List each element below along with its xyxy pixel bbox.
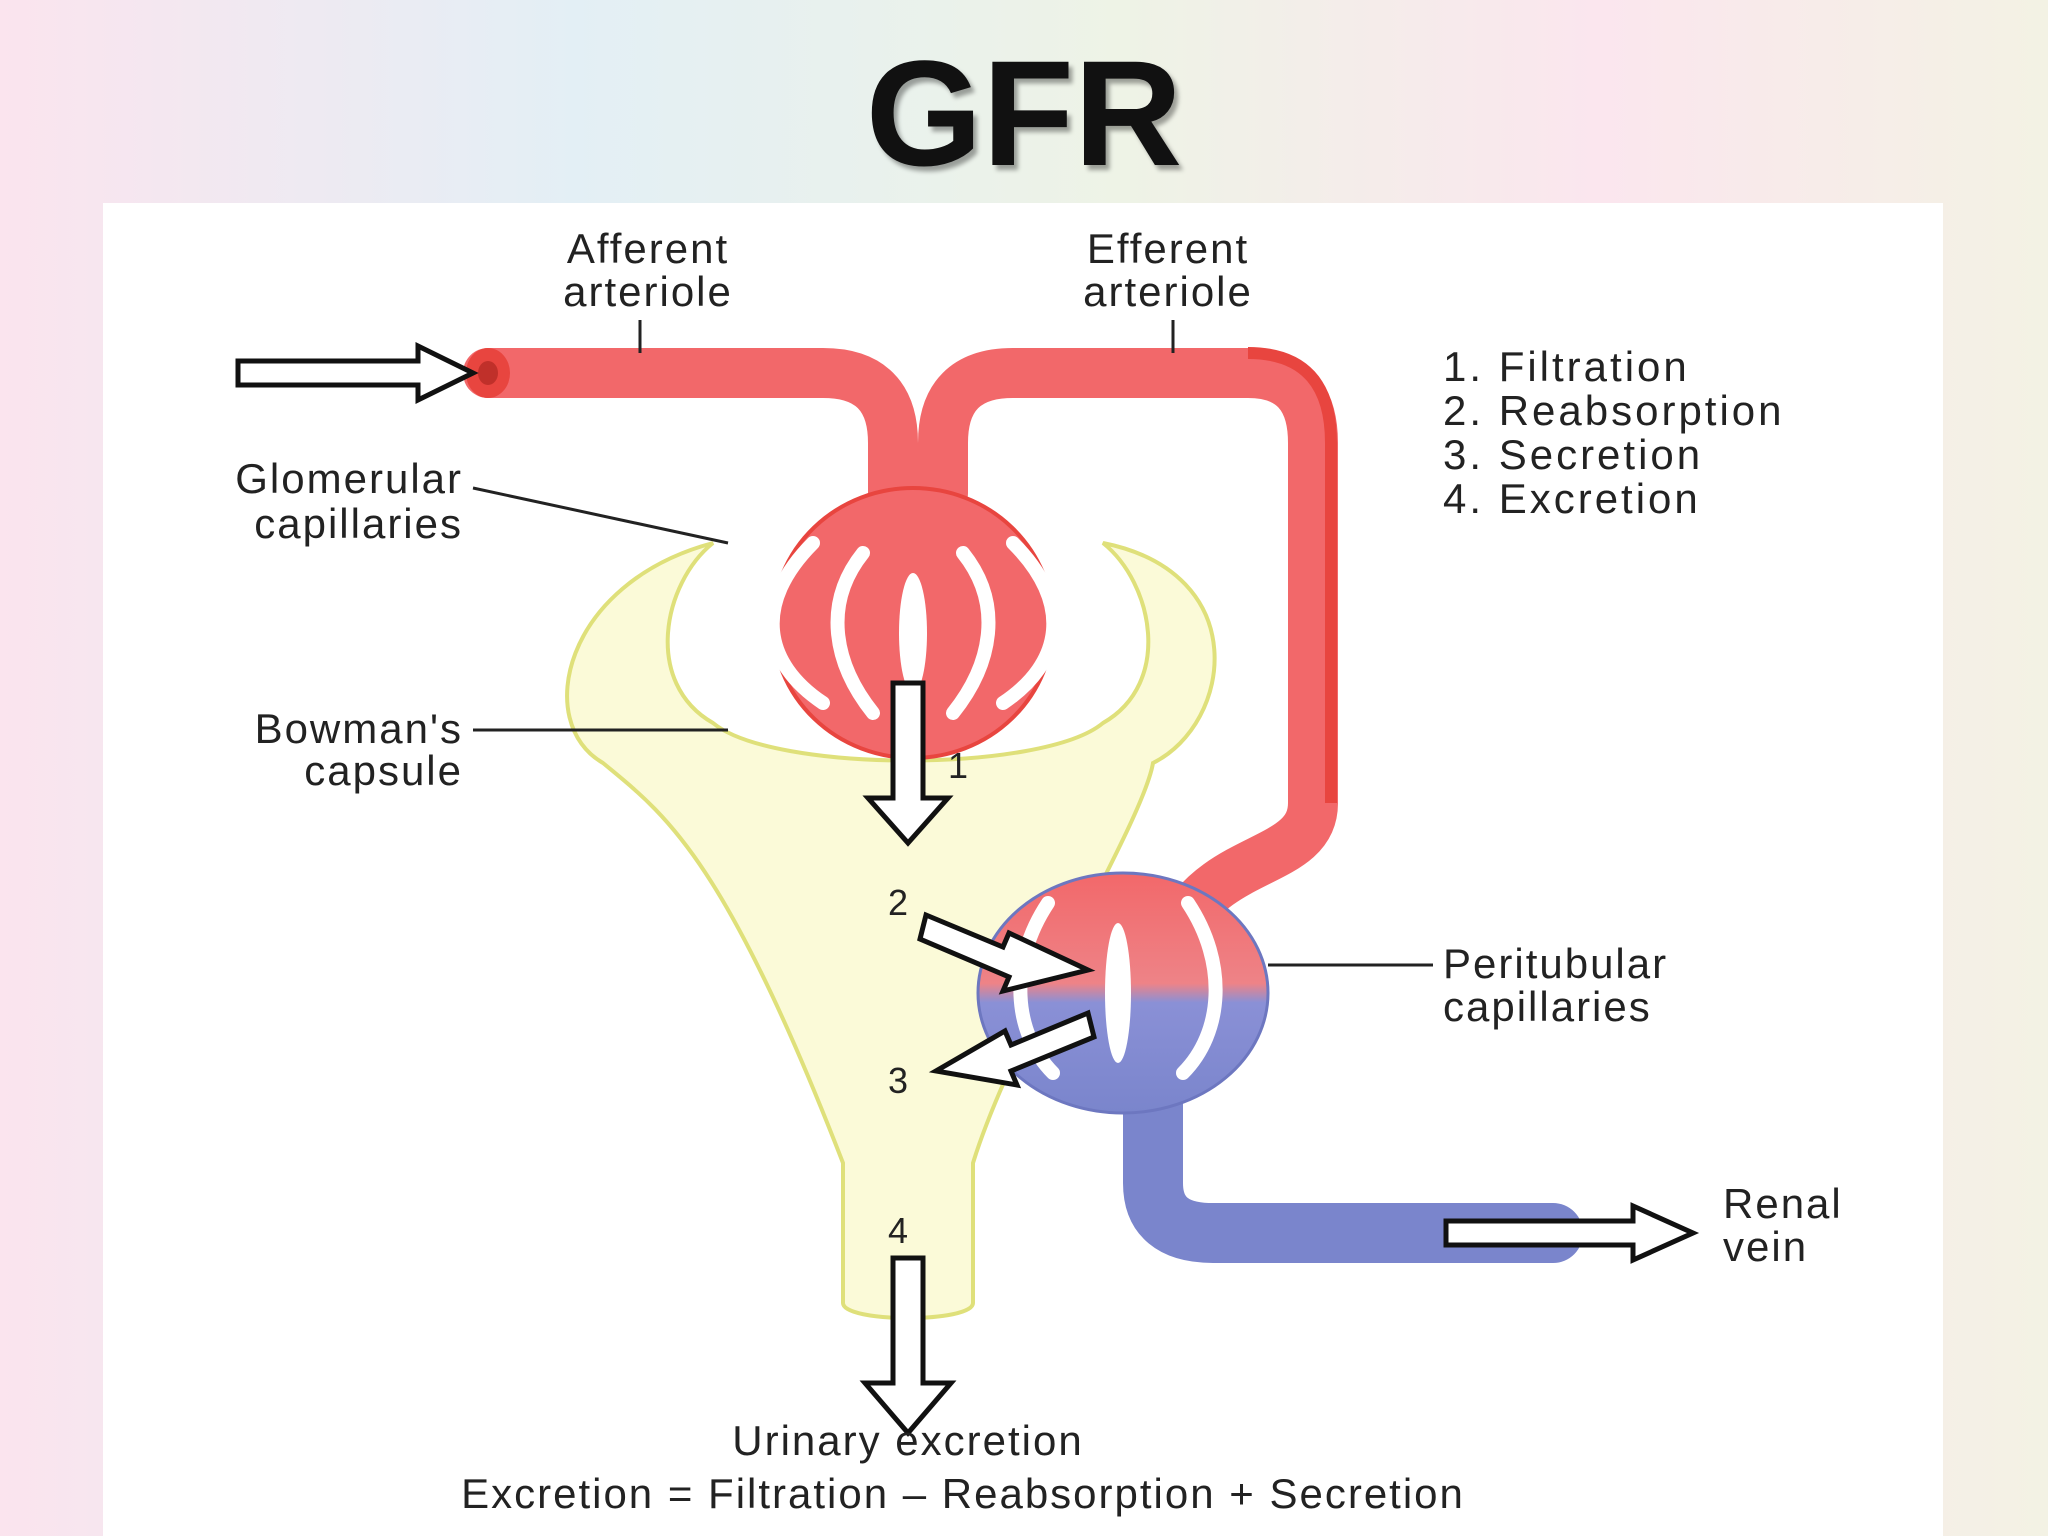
process-item-excretion: 4. Excretion — [1443, 475, 1701, 522]
peritubular-label: Peritubular — [1443, 940, 1668, 987]
bowmans-capsule — [565, 541, 1217, 1320]
bowman-label-line2: capsule — [304, 747, 463, 794]
urinary-excretion-label: Urinary excretion — [732, 1417, 1083, 1464]
renal-vein-label-line2: vein — [1723, 1223, 1808, 1270]
marker-1: 1 — [948, 745, 970, 786]
process-item-filtration: 1. Filtration — [1443, 343, 1690, 390]
afferent-label-line2: arteriole — [563, 268, 733, 315]
afferent-label: Afferent — [567, 225, 729, 272]
efferent-label: Efferent — [1087, 225, 1249, 272]
excretion-arrow-icon — [859, 1255, 957, 1437]
bowman-label: Bowman's — [255, 705, 463, 752]
glomerular-label-line2: capillaries — [254, 500, 463, 547]
afferent-arteriole — [463, 348, 918, 518]
marker-3: 3 — [888, 1060, 910, 1101]
secretion-arrow-icon — [928, 1009, 1097, 1089]
marker-2: 2 — [888, 882, 910, 923]
process-item-secretion: 3. Secretion — [1443, 431, 1703, 478]
peritubular-capillaries — [976, 871, 1583, 1263]
glomerular-leader-line — [472, 486, 729, 545]
renal-vein-label: Renal — [1723, 1180, 1843, 1227]
marker-4: 4 — [888, 1210, 910, 1251]
peritubular-label-line2: capillaries — [1443, 983, 1652, 1030]
nephron-diagram: Afferent arteriole Efferent arteriole Gl… — [235, 225, 1843, 1517]
process-list: 1. Filtration 2. Reabsorption 3. Secreti… — [1443, 343, 1785, 522]
filtration-arrow-icon — [862, 680, 954, 847]
inflow-arrow-icon — [235, 341, 479, 405]
slide-title: GFR — [865, 29, 1183, 197]
glomerular-label: Glomerular — [235, 455, 463, 502]
diagram-panel: Afferent arteriole Efferent arteriole Gl… — [103, 203, 1943, 1536]
renal-vein-arrow-icon — [1443, 1202, 1700, 1264]
efferent-label-line2: arteriole — [1083, 268, 1253, 315]
process-item-reabsorption: 2. Reabsorption — [1443, 387, 1785, 434]
reabsorption-arrow-icon — [917, 911, 1096, 995]
excretion-equation: Excretion = Filtration – Reabsorption + … — [461, 1470, 1465, 1517]
efferent-arteriole — [918, 347, 1338, 1018]
glomerular-capillaries — [765, 486, 1061, 760]
